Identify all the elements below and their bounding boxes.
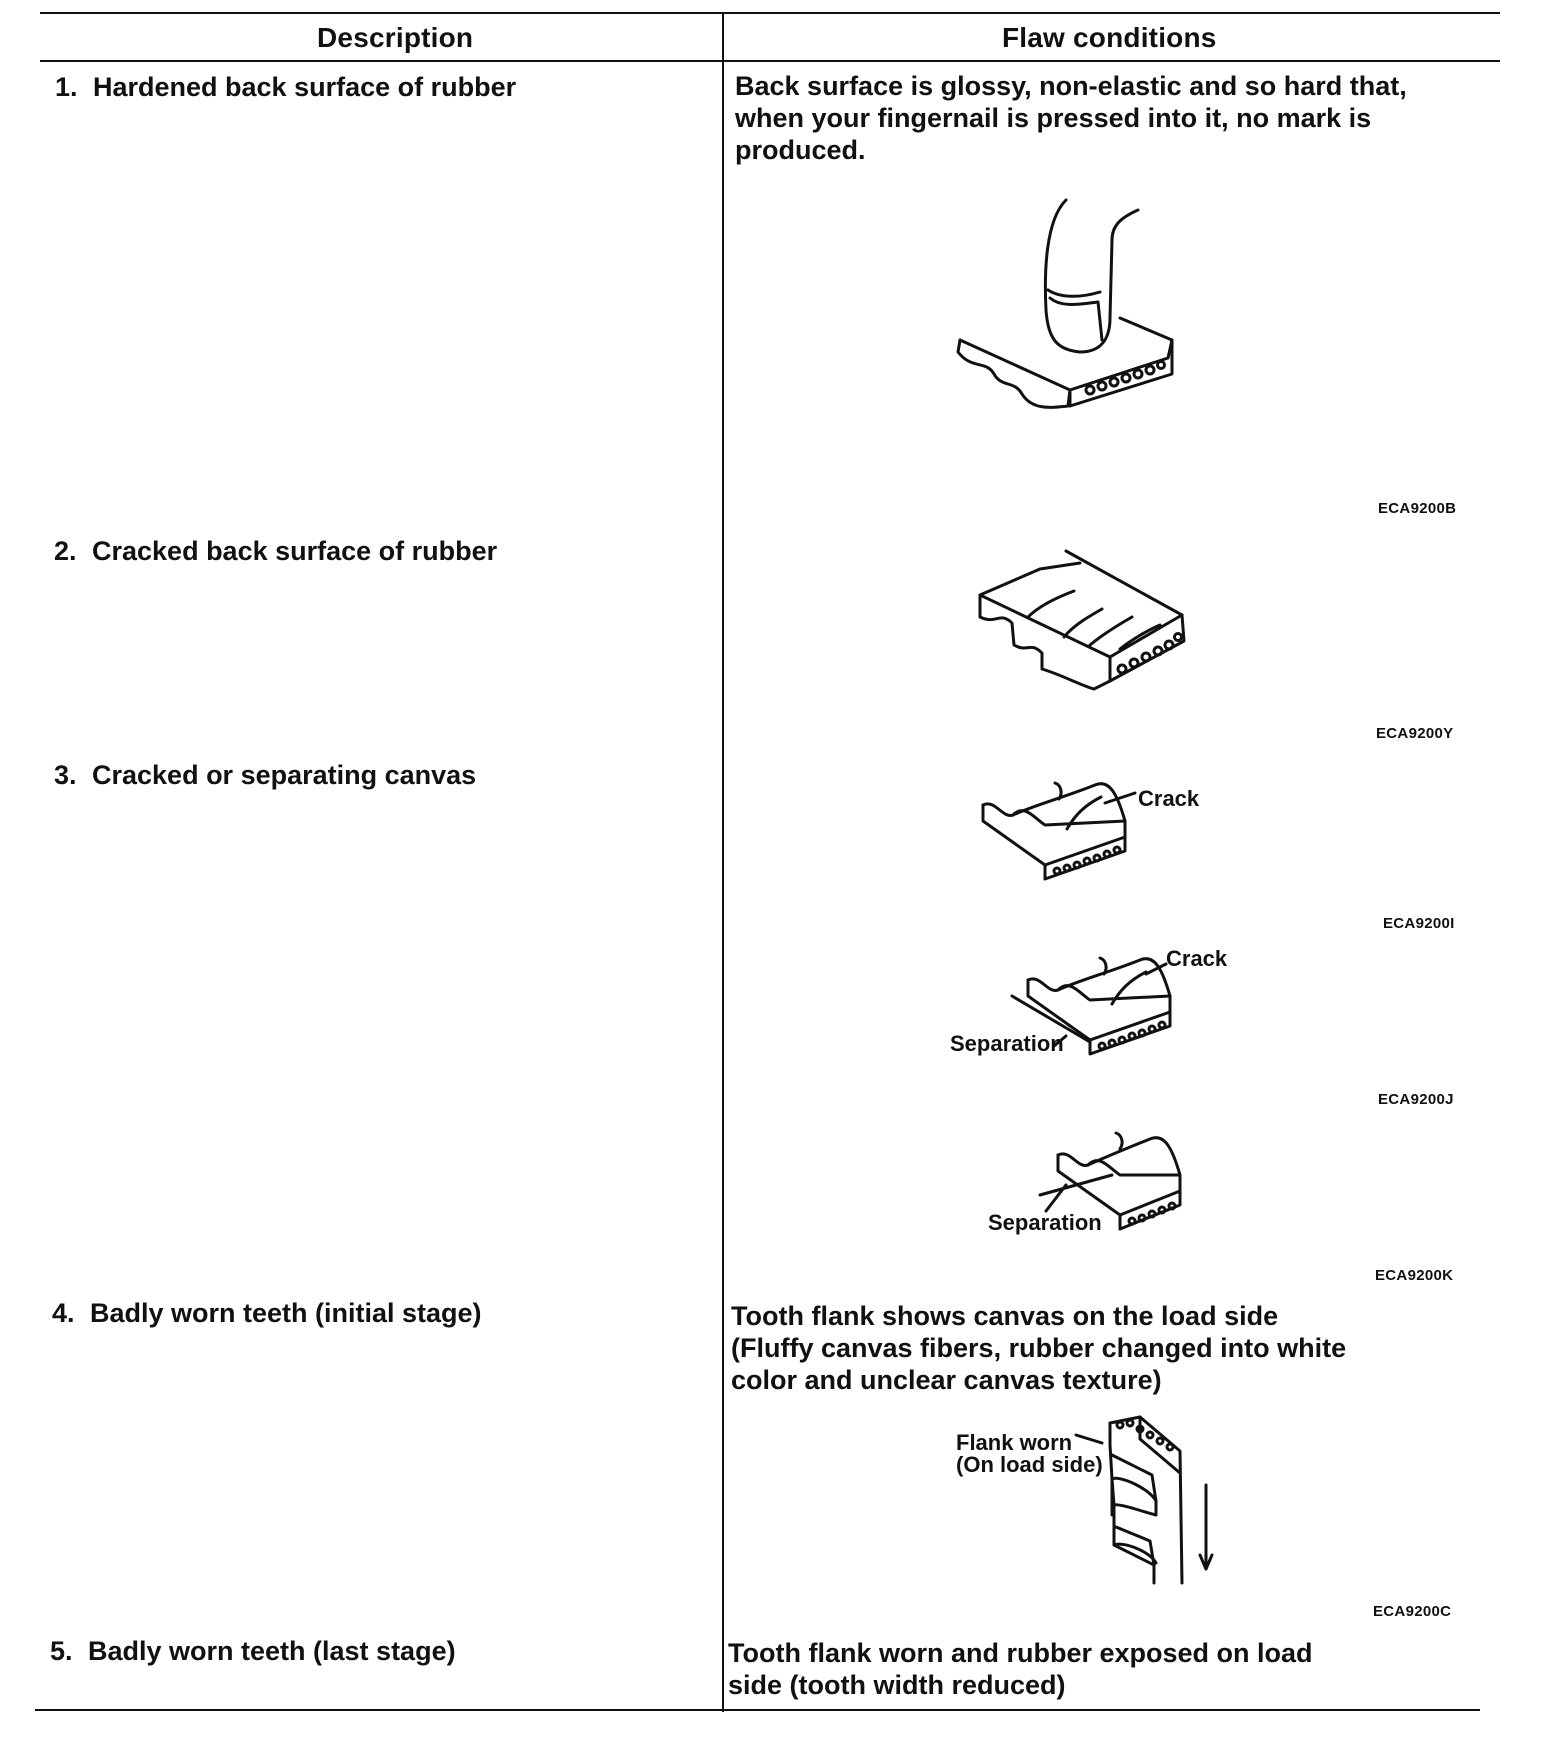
label-separation-2: Separation [988, 1210, 1102, 1235]
row-3-image-code-1: ECA9200I [1383, 915, 1455, 932]
row-3-number: 3. [54, 760, 77, 790]
finger-pressing-belt-illustration [956, 198, 1174, 409]
row-5-description-text: Badly worn teeth (last stage) [88, 1636, 456, 1666]
column-divider [722, 12, 724, 1712]
header-description: Description [317, 22, 474, 53]
row-1-description: 1. Hardened back surface of rubber [55, 72, 516, 103]
label-crack-2: Crack [1166, 946, 1228, 971]
row-5-description: 5. Badly worn teeth (last stage) [50, 1636, 456, 1667]
row-4-description: 4. Badly worn teeth (initial stage) [52, 1298, 482, 1329]
row-1-image-code: ECA9200B [1378, 500, 1457, 517]
table-bottom-rule [35, 1709, 1480, 1711]
row-2-number: 2. [54, 536, 77, 566]
row-4-condition: Tooth flank shows canvas on the load sid… [731, 1301, 1347, 1395]
row-2-image-code: ECA9200Y [1376, 725, 1454, 742]
row-3-description: 3. Cracked or separating canvas [54, 760, 476, 791]
cracked-separated-canvas-illustration [1010, 956, 1172, 1056]
row-5-condition: Tooth flank worn and rubber exposed on l… [728, 1638, 1313, 1700]
row-5-number: 5. [50, 1636, 73, 1666]
row-3-image-code-2: ECA9200J [1378, 1091, 1454, 1108]
header-flaw-conditions: Flaw conditions [1002, 22, 1217, 53]
row-1-description-text: Hardened back surface of rubber [93, 72, 517, 102]
row-3-description-text: Cracked or separating canvas [92, 760, 477, 790]
row-2-description: 2. Cracked back surface of rubber [54, 536, 497, 567]
row-1-condition: Back surface is glossy, non-elastic and … [735, 71, 1407, 165]
header-bottom-rule [40, 60, 1500, 62]
worn-tooth-flank-illustration [1074, 1415, 1214, 1585]
row-4-number: 4. [52, 1298, 75, 1328]
label-separation-1: Separation [950, 1031, 1064, 1056]
label-flank-worn: Flank worn [956, 1430, 1073, 1455]
table-top-rule [40, 12, 1500, 14]
separated-canvas-illustration [1038, 1131, 1182, 1231]
row-3-image-code-3: ECA9200K [1375, 1267, 1454, 1284]
label-crack-1: Crack [1138, 786, 1200, 811]
cracked-canvas-illustration [981, 781, 1137, 881]
cracked-belt-illustration [978, 549, 1186, 691]
row-1-number: 1. [55, 72, 78, 102]
row-4-image-code: ECA9200C [1373, 1603, 1452, 1620]
row-2-description-text: Cracked back surface of rubber [92, 536, 498, 566]
label-on-load-side: (On load side) [956, 1452, 1103, 1477]
row-4-description-text: Badly worn teeth (initial stage) [90, 1298, 482, 1328]
